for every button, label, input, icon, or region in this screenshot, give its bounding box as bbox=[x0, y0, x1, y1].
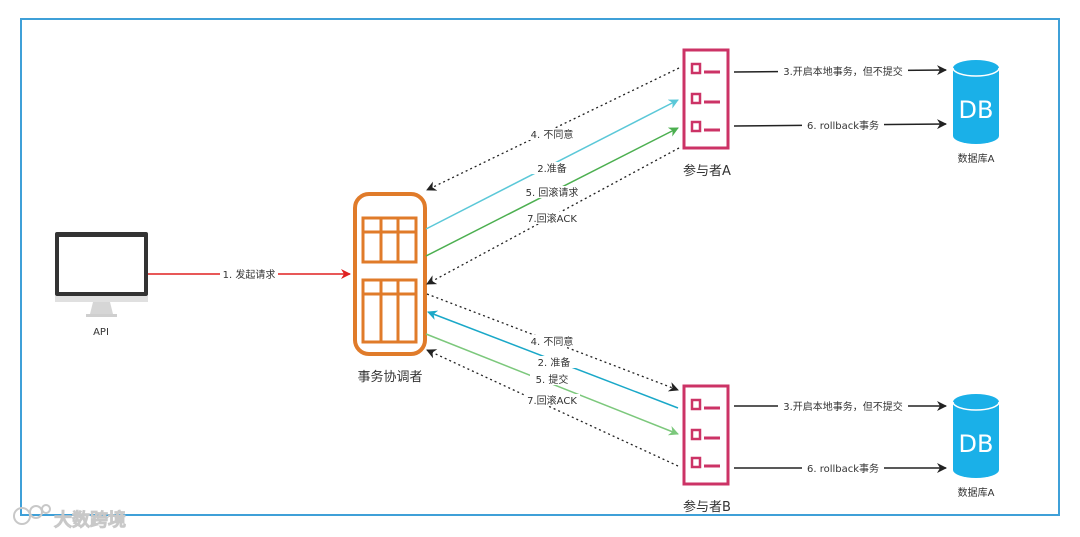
diagram-frame bbox=[20, 18, 1060, 516]
edge-b-open-tx-label: 3.开启本地事务，但不提交 bbox=[783, 400, 903, 413]
edge-a-disagree-label: 4. 不同意 bbox=[531, 128, 574, 141]
edge-request-label: 1. 发起请求 bbox=[223, 268, 276, 281]
edge-b-prepare-label: 2. 准备 bbox=[538, 356, 571, 369]
database-bottom-icon: DB bbox=[952, 394, 1000, 478]
edge-b-commit-label: 5. 提交 bbox=[536, 373, 569, 386]
edge-b-rollback-ack-label: 7.回滚ACK bbox=[527, 394, 577, 407]
svg-text:DB: DB bbox=[959, 430, 994, 458]
api-label: API bbox=[93, 327, 109, 338]
edge-b-rollback-tx-label: 6. rollback事务 bbox=[807, 462, 879, 475]
edge-a-disagree bbox=[426, 67, 680, 191]
coordinator-label: 事务协调者 bbox=[357, 369, 422, 385]
database-bottom-label: 数据库A bbox=[958, 486, 995, 499]
database-top-icon: DB bbox=[952, 60, 1000, 144]
participant-a-label: 参与者A bbox=[683, 163, 731, 179]
edge-b-rollback-ack bbox=[426, 349, 679, 467]
api-monitor-icon bbox=[55, 232, 148, 317]
participant-a-icon bbox=[682, 48, 730, 150]
edge-a-prepare-label: 2.准备 bbox=[537, 162, 567, 175]
watermark-text: 大数跨境 bbox=[54, 509, 126, 531]
database-top-label: 数据库A bbox=[958, 152, 995, 165]
edge-a-rollback-tx-label: 6. rollback事务 bbox=[807, 119, 879, 132]
svg-text:DB: DB bbox=[959, 96, 994, 124]
edge-a-open-tx-label: 3.开启本地事务，但不提交 bbox=[783, 65, 903, 78]
participant-b-icon bbox=[682, 384, 730, 486]
watermark-logo-icon bbox=[13, 504, 51, 525]
edge-a-rollback-ack-label: 7.回滚ACK bbox=[527, 212, 577, 225]
edge-a-rollback-request-label: 5. 回滚请求 bbox=[526, 186, 579, 199]
edge-b-disagree-label: 4. 不同意 bbox=[531, 335, 574, 348]
participant-b-label: 参与者B bbox=[683, 499, 731, 515]
coordinator-icon bbox=[353, 192, 427, 356]
